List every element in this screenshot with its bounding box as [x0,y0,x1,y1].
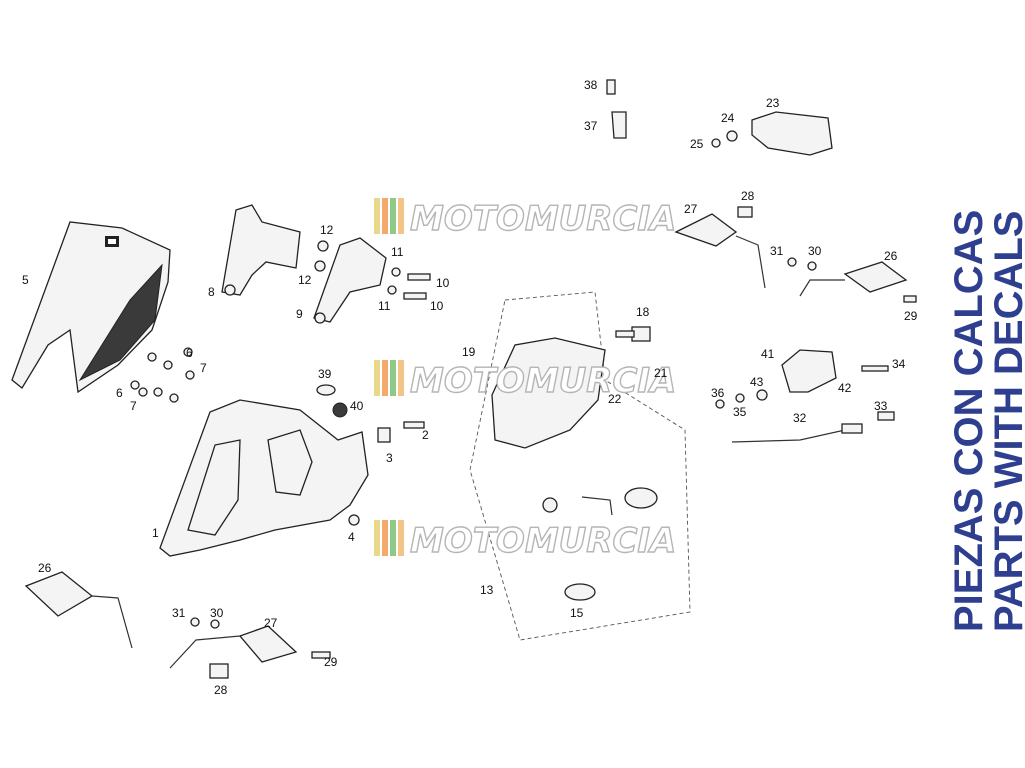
callout-number: 42 [838,381,852,395]
rear-indicators-part [674,206,917,303]
callout-number: 18 [636,305,650,319]
watermark-stripe [374,360,380,396]
watermark-stripe [398,198,404,234]
callout-number: 15 [570,606,584,620]
callout-number: 1 [152,526,159,540]
callout-number: 21 [654,366,668,380]
callout-number: 41 [761,347,775,361]
callout-number: 30 [808,244,822,258]
callout-number: 2 [422,428,429,442]
watermark-stripe [398,360,404,396]
screw-2-clip-3-nut-4 [348,421,425,526]
callout-number: 27 [264,616,278,630]
headlight-fairing-part [159,399,369,557]
callout-number: 33 [874,399,888,413]
callout-number: 4 [348,530,355,544]
clip-39-rubber-40 [316,384,348,418]
watermark-logo: MOTOMURCIA [374,198,677,240]
watermark-stripe [398,520,404,556]
callout-number: 7 [200,361,207,375]
side-label-line-2: PARTS WITH DECALS [987,211,1025,632]
callout-number: 8 [208,285,215,299]
callout-number: 11 [391,245,404,259]
front-indicators-part [24,571,331,679]
callout-number: 43 [750,375,764,389]
plate-light-part [715,349,895,443]
callout-number: 39 [318,367,332,381]
watermark-text: MOTOMURCIA [410,521,676,561]
callout-number: 26 [884,249,898,263]
callout-number: 26 [38,561,52,575]
callout-number: 36 [711,386,725,400]
callout-number: 6 [186,346,193,360]
watermark-stripe [374,198,380,234]
callout-number: 22 [608,392,622,406]
watermark-logo: MOTOMURCIA [374,360,677,402]
headlight-assembly-part [469,291,691,641]
callout-number: 10 [430,299,444,313]
callout-number: 19 [462,345,476,359]
callout-number: 31 [770,244,784,258]
callout-number: 7 [130,399,137,413]
watermark-text: MOTOMURCIA [410,199,676,239]
callout-number: 29 [324,655,338,669]
callout-number: 34 [892,357,906,371]
callout-number: 10 [436,276,450,290]
callout-number: 30 [210,606,224,620]
callout-number: 40 [350,399,364,413]
callout-number: 28 [741,189,755,203]
bolts-10-11 [387,267,431,300]
callout-number: 32 [793,411,807,425]
watermark-stripe [390,360,396,396]
callout-number: 12 [320,223,334,237]
tail-light-part [711,111,833,156]
clip-37-screw-38 [606,79,627,139]
callout-number: 31 [172,606,186,620]
watermark-text: MOTOMURCIA [410,361,676,401]
watermark-stripe [382,520,388,556]
callout-number: 3 [386,451,393,465]
callout-number: 23 [766,96,780,110]
callout-number: 27 [684,202,698,216]
callout-number: 5 [22,273,29,287]
callout-number: 28 [214,683,228,697]
watermark-stripe [382,360,388,396]
callout-number: 9 [296,307,303,321]
bracket-8-part [221,204,301,296]
callout-number: 25 [690,137,704,151]
side-label: PIEZAS CON CALCAS PARTS WITH DECALS [947,210,1025,632]
callout-number: 29 [904,309,918,323]
watermark-logo: MOTOMURCIA [374,520,677,562]
callout-number: 11 [378,299,391,313]
callout-number: 37 [584,119,598,133]
callout-number: 35 [733,405,747,419]
callout-number: 6 [116,386,123,400]
watermark-stripe [390,198,396,234]
nuts-6-7 [130,347,195,403]
watermark-stripe [390,520,396,556]
watermark-layer: MOTOMURCIA MOTOMURCIA MOTOMURCIA [374,198,677,562]
callout-number: 24 [721,111,735,125]
watermark-stripe [382,198,388,234]
callout-number: 38 [584,78,598,92]
callout-number: 12 [298,273,312,287]
side-label-line-1: PIEZAS CON CALCAS [947,210,991,632]
windscreen-part [11,221,171,394]
callout-number: 13 [480,583,494,597]
bracket-9-part [313,237,387,324]
watermark-stripe [374,520,380,556]
